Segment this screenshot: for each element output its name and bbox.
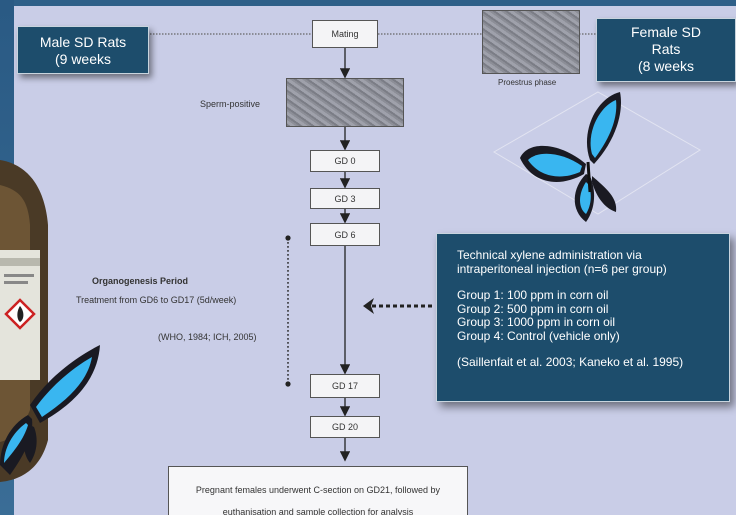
decor-diamond [493, 91, 701, 215]
gd3-node: GD 3 [310, 188, 380, 209]
male-line-1: Male SD Rats [39, 34, 127, 50]
proestrus-label: Proestrus phase [498, 78, 557, 87]
gd20-label: GD 20 [331, 422, 358, 432]
treatment-info-box: Technical xylene administration via intr… [436, 233, 730, 402]
female-rats-box: Female SD Rats (8 weeks [596, 18, 736, 82]
female-line-1: Female SD [630, 24, 702, 40]
group-2: Group 2: 500 ppm in corn oil [457, 301, 609, 316]
organogenesis-title: Organogenesis Period [92, 276, 189, 286]
gd17-label: GD 17 [331, 381, 358, 391]
male-rats-box: Male SD Rats (9 weeks [17, 26, 149, 74]
final-node: Pregnant females underwent C-section on … [168, 466, 468, 515]
proestrus-micrograph [482, 10, 580, 74]
male-line-2: (9 weeks [54, 51, 112, 67]
info-line-1: Technical xylene administration via [457, 248, 642, 262]
gd17-node: GD 17 [310, 374, 380, 398]
final-line-1: Pregnant females underwent C-section on … [195, 485, 441, 495]
gd6-label: GD 6 [334, 229, 356, 240]
sperm-positive-label: Sperm-positive [200, 99, 261, 109]
sperm-micrograph [286, 78, 404, 127]
group-4: Group 4: Control (vehicle only) [457, 328, 620, 343]
group-1: Group 1: 100 ppm in corn oil [457, 288, 609, 302]
info-line-2: intraperitoneal injection (n=6 per group… [457, 261, 667, 276]
group-3: Group 3: 1000 ppm in corn oil [457, 315, 616, 329]
references-text: (WHO, 1984; ICH, 2005) [158, 332, 257, 342]
gd0-node: GD 0 [310, 150, 380, 172]
butterfly-icon [0, 345, 100, 475]
gd3-label: GD 3 [334, 193, 356, 204]
citation: (Saillenfait et al. 2003; Kaneko et al. … [457, 355, 684, 369]
final-line-2: euthanisation and sample collection for … [222, 507, 414, 515]
treatment-text: Treatment from GD6 to GD17 (5d/week) [76, 295, 237, 305]
butterfly-icon [520, 92, 621, 222]
female-line-3: (8 weeks [637, 58, 695, 74]
gd20-node: GD 20 [310, 416, 380, 438]
gd6-node: GD 6 [310, 223, 380, 246]
mating-node: Mating [312, 20, 378, 48]
top-band [0, 0, 736, 6]
mating-label: Mating [331, 29, 359, 39]
arrow-icon [363, 298, 374, 314]
female-line-2: Rats [651, 41, 681, 57]
gd0-label: GD 0 [334, 156, 356, 166]
